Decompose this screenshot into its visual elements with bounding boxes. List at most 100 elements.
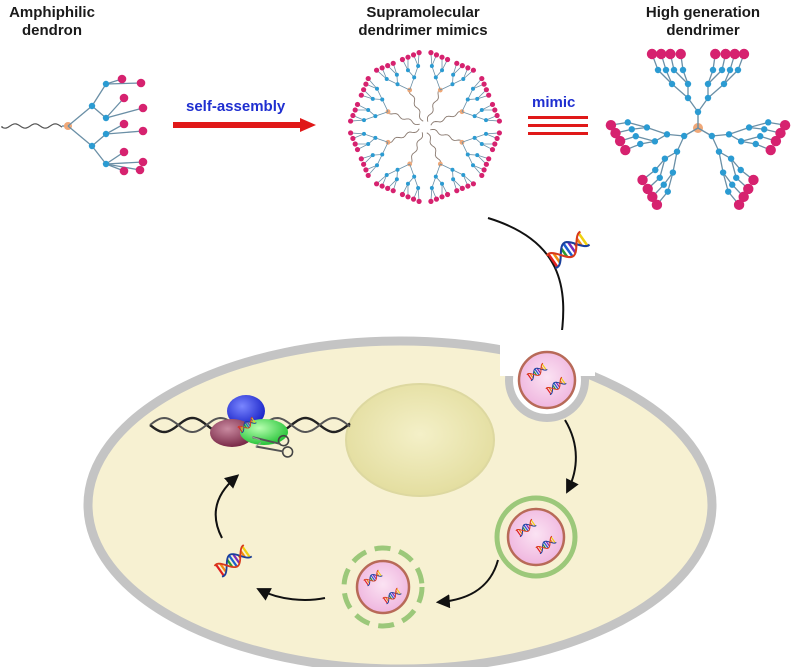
branch-node: [745, 124, 753, 131]
terminal-group: [620, 144, 631, 156]
branch-node: [752, 140, 759, 148]
self-assembly-label: self-assembly: [186, 98, 286, 115]
terminal-group: [399, 56, 406, 63]
terminal-group: [492, 141, 498, 147]
branch-node: [654, 66, 662, 74]
branch-node: [395, 167, 400, 172]
branch-node: [370, 96, 375, 101]
terminal-group: [492, 107, 498, 113]
branch-node: [405, 181, 410, 186]
terminal-group: [363, 81, 369, 87]
amphiphilic-dendron-label-line1: Amphiphilic: [9, 4, 95, 21]
terminal-group: [439, 194, 445, 200]
branch-node: [440, 181, 445, 186]
terminal-group: [486, 156, 492, 162]
assembled-tail: [430, 128, 461, 141]
branch-node: [361, 131, 366, 136]
terminal-group: [489, 146, 496, 153]
terminal-group: [348, 130, 354, 136]
branch-node: [471, 163, 476, 168]
branch-node: [643, 124, 651, 131]
terminal-group: [428, 198, 434, 204]
terminal-group: [647, 191, 658, 203]
terminal-group: [479, 172, 485, 179]
branch-node: [624, 119, 631, 126]
terminal-group: [494, 135, 500, 142]
nanoparticle: [517, 350, 577, 410]
terminal-group: [119, 166, 129, 176]
branch-node: [102, 130, 110, 138]
terminal-group: [454, 60, 460, 66]
branch-node: [663, 131, 671, 138]
terminal-group: [646, 48, 658, 60]
terminal-group: [433, 52, 440, 58]
branch-node: [670, 66, 678, 74]
branch-node: [366, 142, 371, 147]
branch-node: [380, 97, 385, 102]
dna-helix-icon: [545, 230, 591, 269]
branch-node: [729, 181, 736, 188]
branch-node: [704, 94, 712, 102]
terminal-group: [390, 60, 396, 66]
terminal-group: [444, 191, 451, 198]
branch-node: [765, 119, 772, 126]
amphiphilic-dendron-icon: [1, 74, 148, 176]
branch-node: [651, 138, 659, 145]
branch-node: [416, 186, 421, 191]
branch-node: [373, 114, 378, 119]
terminal-group: [348, 118, 354, 124]
branch-node: [680, 132, 688, 140]
branch-node: [461, 76, 466, 81]
assembled-tail: [426, 91, 439, 122]
cycle-arrow-3: [256, 588, 326, 601]
branch-node: [450, 167, 455, 172]
terminal-group: [720, 48, 731, 60]
terminal-group: [765, 144, 776, 156]
mimic-equivalence-icon: [528, 116, 588, 135]
terminal-group: [416, 50, 422, 56]
terminal-group: [610, 127, 621, 139]
terminal-group: [465, 65, 471, 71]
terminal-group: [738, 191, 749, 203]
branch-node: [440, 68, 445, 73]
branch-node: [433, 75, 438, 80]
branch-node: [465, 152, 470, 157]
branch-node: [734, 66, 742, 74]
branch-node: [384, 76, 389, 81]
terminal-group: [138, 157, 148, 167]
delivery-arrow: [487, 217, 569, 350]
branch-node: [394, 177, 399, 182]
terminal-group: [136, 78, 146, 88]
terminal-group: [748, 174, 759, 186]
terminal-group: [465, 183, 471, 189]
terminal-group: [405, 54, 411, 60]
scissors-icon: [252, 434, 294, 458]
supramolecular-label-line1: Supramolecular: [366, 4, 480, 21]
branch-node: [416, 63, 421, 68]
high-generation-label-line2: dendrimer: [666, 22, 740, 39]
terminal-group: [779, 119, 791, 131]
terminal-group: [729, 48, 740, 60]
terminal-group: [770, 135, 782, 147]
terminal-group: [665, 48, 676, 60]
branch-node: [374, 86, 379, 91]
terminal-group: [385, 185, 391, 191]
branch-node: [704, 80, 712, 88]
branch-node: [394, 72, 399, 77]
branch-node: [429, 63, 434, 68]
assembled-tail: [389, 113, 420, 126]
cell: [83, 330, 717, 667]
dna-helix-icon: [515, 518, 537, 538]
terminal-group: [444, 56, 451, 63]
terminal-group: [358, 92, 364, 98]
branch-node: [715, 148, 723, 155]
branch-node: [102, 160, 110, 168]
terminal-group: [486, 92, 492, 98]
branch-node: [380, 152, 385, 157]
branch-node: [451, 72, 456, 77]
terminal-group: [656, 48, 667, 60]
nanoparticle: [355, 559, 411, 615]
branch-node: [733, 174, 740, 181]
